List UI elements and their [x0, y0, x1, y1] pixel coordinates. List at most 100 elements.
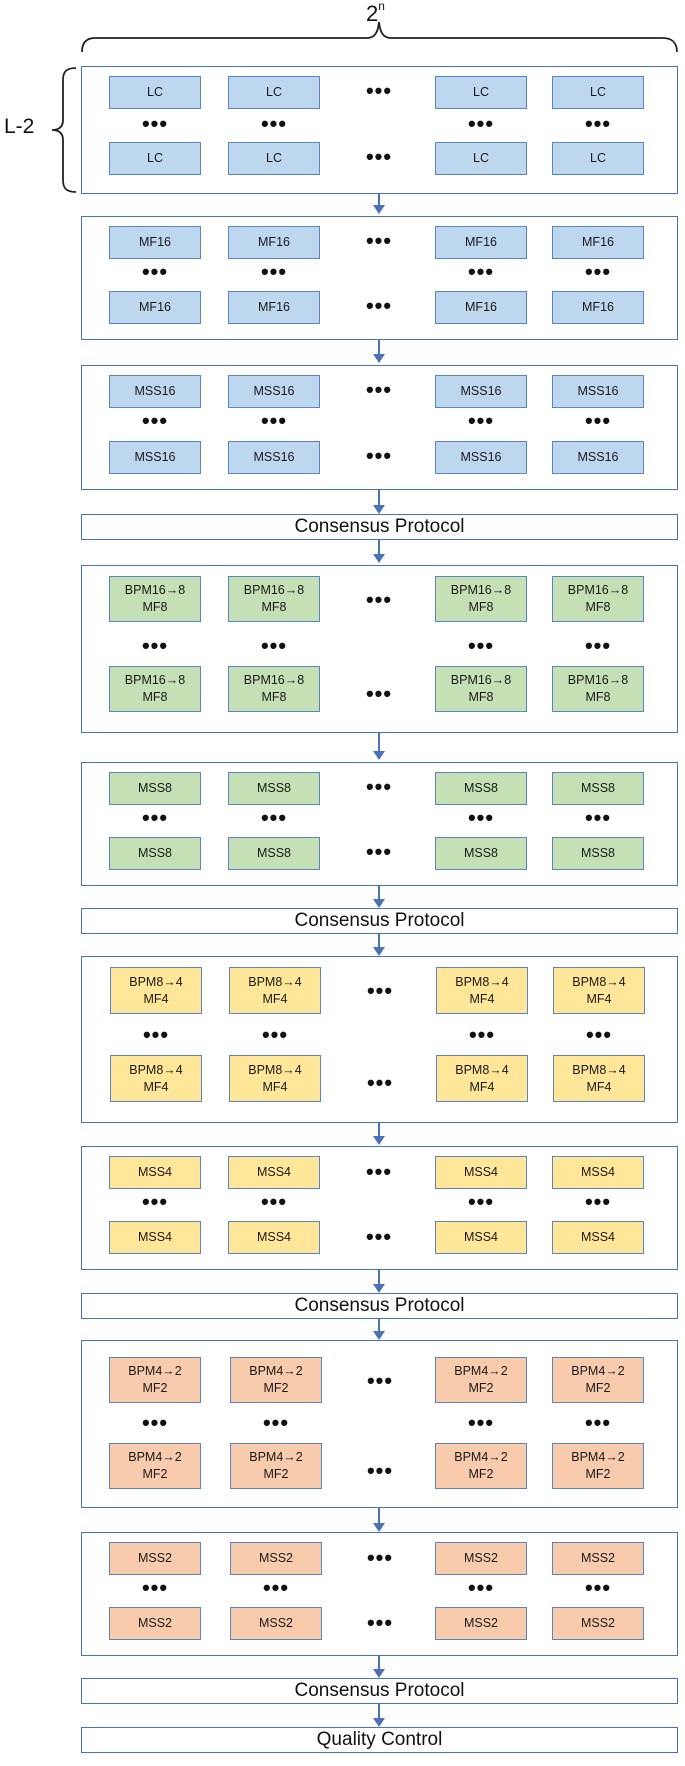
- column-ellipsis: •••: [365, 1159, 393, 1184]
- mss16-box: MSS16: [228, 441, 320, 474]
- row-ellipsis: •••: [261, 1022, 289, 1047]
- row-ellipsis: •••: [468, 1022, 496, 1047]
- quality-control: Quality Control: [81, 1727, 678, 1753]
- mss4-box: MSS4: [435, 1221, 527, 1254]
- column-ellipsis: •••: [365, 228, 393, 253]
- mss8-box: MSS8: [552, 837, 644, 870]
- column-ellipsis: •••: [366, 1545, 394, 1570]
- mss4-box: MSS4: [109, 1156, 201, 1189]
- stage-mss16: MSS16 MSS16 ••• MSS16 MSS16 ••• ••• ••• …: [81, 365, 678, 490]
- mss8-box: MSS8: [228, 772, 320, 805]
- mss2-box: MSS2: [230, 1542, 322, 1575]
- mss8-box: MSS8: [435, 837, 527, 870]
- column-ellipsis: •••: [365, 839, 393, 864]
- mss4-box: MSS4: [109, 1221, 201, 1254]
- bpm16-8-box: BPM16→8 MF8: [435, 666, 527, 712]
- column-ellipsis: •••: [365, 774, 393, 799]
- bpm4-2-box: BPM4→2 MF2: [435, 1357, 527, 1403]
- row-ellipsis: •••: [260, 259, 288, 284]
- column-ellipsis: •••: [365, 1224, 393, 1249]
- top-brace-label: 2n: [366, 0, 385, 27]
- flow-arrow: [373, 1319, 385, 1340]
- column-ellipsis: •••: [365, 377, 393, 402]
- bpm4-2-box: BPM4→2 MF2: [552, 1357, 644, 1403]
- bpm16-8-box: BPM16→8 MF8: [435, 576, 527, 622]
- consensus-protocol-2: Consensus Protocol: [81, 908, 678, 934]
- mf16-box: MF16: [109, 291, 201, 324]
- mss4-box: MSS4: [552, 1156, 644, 1189]
- row-ellipsis: •••: [260, 805, 288, 830]
- column-ellipsis: •••: [365, 443, 393, 468]
- mf16-box: MF16: [552, 226, 644, 259]
- lc-box: LC: [109, 142, 201, 175]
- bpm8-4-box: BPM8→4 MF4: [110, 1055, 202, 1102]
- bpm16-8-box: BPM16→8 MF8: [552, 576, 644, 622]
- mss8-box: MSS8: [109, 772, 201, 805]
- lc-box: LC: [109, 76, 201, 109]
- mss2-box: MSS2: [109, 1542, 201, 1575]
- consensus-protocol-3: Consensus Protocol: [81, 1293, 678, 1319]
- consensus-protocol-1: Consensus Protocol: [81, 514, 678, 540]
- lc-box: LC: [435, 142, 527, 175]
- lc-box: LC: [552, 142, 644, 175]
- row-ellipsis: •••: [467, 111, 495, 136]
- top-brace-exponent: n: [378, 0, 385, 13]
- consensus-protocol-4: Consensus Protocol: [81, 1678, 678, 1704]
- bpm8-4-box: BPM8→4 MF4: [553, 1055, 645, 1102]
- column-ellipsis: •••: [365, 293, 393, 318]
- row-ellipsis: •••: [585, 1022, 613, 1047]
- flow-arrow: [373, 490, 385, 514]
- flow-arrow: [373, 1508, 385, 1532]
- lc-box: LC: [228, 142, 320, 175]
- stage-lc: LC LC ••• LC LC ••• ••• ••• ••• LC LC ••…: [81, 66, 678, 194]
- row-ellipsis: •••: [142, 1022, 170, 1047]
- column-ellipsis: •••: [365, 681, 393, 706]
- row-ellipsis: •••: [141, 805, 169, 830]
- row-ellipsis: •••: [141, 1189, 169, 1214]
- column-ellipsis: •••: [366, 1368, 394, 1393]
- stage-mss2: MSS2 MSS2 ••• MSS2 MSS2 ••• ••• ••• ••• …: [81, 1532, 678, 1656]
- mss4-box: MSS4: [552, 1221, 644, 1254]
- row-ellipsis: •••: [467, 1189, 495, 1214]
- column-ellipsis: •••: [365, 78, 393, 103]
- row-ellipsis: •••: [260, 111, 288, 136]
- row-ellipsis: •••: [141, 259, 169, 284]
- bpm4-2-box: BPM4→2 MF2: [230, 1357, 322, 1403]
- stage-bpm4-2: BPM4→2 MF2 BPM4→2 MF2 ••• BPM4→2 MF2 BPM…: [81, 1340, 678, 1508]
- row-ellipsis: •••: [260, 1189, 288, 1214]
- top-brace: [81, 21, 678, 53]
- column-ellipsis: •••: [366, 1610, 394, 1635]
- mss16-box: MSS16: [435, 441, 527, 474]
- flow-arrow: [373, 540, 385, 563]
- lc-box: LC: [552, 76, 644, 109]
- flow-arrow: [373, 886, 385, 908]
- mf16-box: MF16: [109, 226, 201, 259]
- flow-arrow: [373, 1270, 385, 1293]
- bpm8-4-box: BPM8→4 MF4: [110, 967, 202, 1014]
- bpm8-4-box: BPM8→4 MF4: [436, 1055, 528, 1102]
- bpm4-2-box: BPM4→2 MF2: [109, 1443, 201, 1489]
- mf16-box: MF16: [228, 226, 320, 259]
- row-ellipsis: •••: [262, 1410, 290, 1435]
- row-ellipsis: •••: [141, 1575, 169, 1600]
- mss8-box: MSS8: [109, 837, 201, 870]
- row-ellipsis: •••: [141, 111, 169, 136]
- bpm4-2-box: BPM4→2 MF2: [552, 1443, 644, 1489]
- mss16-box: MSS16: [552, 441, 644, 474]
- mss2-box: MSS2: [552, 1542, 644, 1575]
- row-ellipsis: •••: [584, 1189, 612, 1214]
- mss8-box: MSS8: [228, 837, 320, 870]
- row-ellipsis: •••: [260, 408, 288, 433]
- flow-arrow: [373, 934, 385, 956]
- row-ellipsis: •••: [584, 111, 612, 136]
- top-brace-base: 2: [366, 1, 379, 26]
- mss4-box: MSS4: [228, 1221, 320, 1254]
- row-ellipsis: •••: [584, 633, 612, 658]
- bpm4-2-box: BPM4→2 MF2: [109, 1357, 201, 1403]
- bpm16-8-box: BPM16→8 MF8: [109, 666, 201, 712]
- row-ellipsis: •••: [584, 408, 612, 433]
- bpm16-8-box: BPM16→8 MF8: [109, 576, 201, 622]
- flow-arrow: [373, 340, 385, 363]
- flow-arrow: [373, 194, 385, 214]
